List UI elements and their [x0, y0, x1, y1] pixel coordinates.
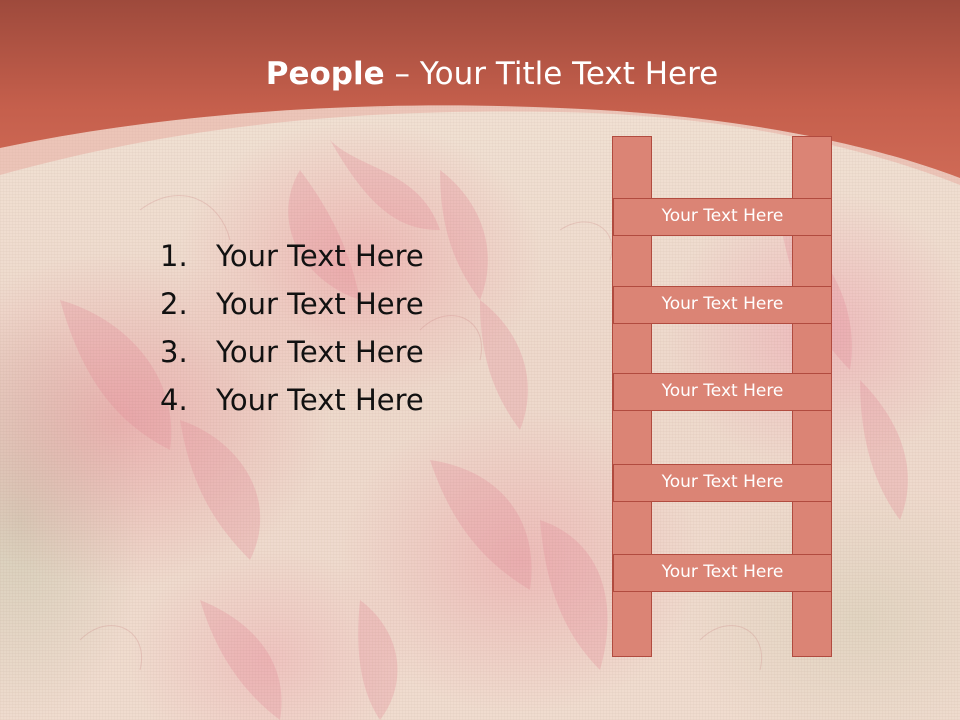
list-item: 1. Your Text Here [160, 232, 424, 280]
ladder-step-2: Your Text Here [613, 286, 832, 324]
list-item-number: 3. [160, 335, 188, 369]
list-item-text: Your Text Here [216, 287, 424, 321]
list-item-text: Your Text Here [216, 335, 424, 369]
slide-title: People – Your Title Text Here [0, 52, 960, 96]
ladder-step-3: Your Text Here [613, 373, 832, 411]
numbered-list: 1. Your Text Here 2. Your Text Here 3. Your… [160, 232, 424, 424]
list-item-text: Your Text Here [216, 239, 424, 273]
list-item: 2. Your Text Here [160, 280, 424, 328]
ladder-step-1: Your Text Here [613, 198, 832, 236]
ladder-step-4: Your Text Here [613, 464, 832, 502]
list-item-text: Your Text Here [216, 383, 424, 417]
ladder-step-5: Your Text Here [613, 554, 832, 592]
title-bold-word: People [265, 56, 385, 92]
title-rest: – Your Title Text Here [384, 56, 719, 92]
list-item-number: 4. [160, 383, 188, 417]
list-item-number: 2. [160, 287, 188, 321]
header-banner [0, 0, 960, 185]
list-item: 4. Your Text Here [160, 376, 424, 424]
list-item: 3. Your Text Here [160, 328, 424, 376]
list-item-number: 1. [160, 239, 188, 273]
